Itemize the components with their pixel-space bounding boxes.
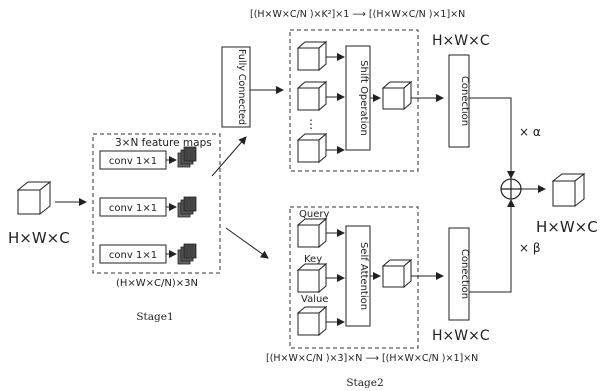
top-ellipsis: ⋮ [305, 117, 317, 131]
top-cube-1 [298, 42, 326, 70]
arrow-bottom-conection-to-plus [469, 200, 511, 292]
bottom-result-cube [383, 260, 411, 287]
feature-map-stack-3 [178, 244, 196, 264]
top-conection-label: Conection [459, 76, 470, 126]
conv-label-1: conv 1×1 [109, 156, 157, 167]
value-cube [298, 307, 326, 335]
conv-label-2: conv 1×1 [109, 203, 157, 214]
bottom-conection-label: Conection [459, 249, 470, 299]
plus-icon [501, 179, 521, 199]
beta-label: × β [519, 241, 541, 255]
shift-operation-label: Shift Operation [358, 60, 369, 136]
stage2-caption: Stage2 [346, 377, 383, 389]
alpha-label: × α [519, 125, 541, 139]
feature-map-stack-1 [178, 147, 196, 167]
top-result-cube [383, 82, 411, 109]
arrow-top-conection-to-plus [469, 98, 511, 178]
query-cube [298, 219, 326, 247]
arrow-stage1-to-fc [212, 137, 246, 176]
conv-label-3: conv 1×1 [109, 250, 157, 261]
feature-map-stack-2 [178, 197, 196, 217]
query-label: Query [299, 209, 329, 220]
output-dims-label: H×W×C [536, 218, 598, 236]
input-cube [18, 182, 50, 214]
self-attention-label: Self Attention [358, 242, 369, 310]
value-label: Value [301, 294, 328, 305]
bottom-output-dims-label: H×W×C [432, 328, 490, 344]
top-cube-3 [298, 134, 326, 162]
input-dims-label: H×W×C [8, 229, 70, 247]
stage1-title: 3×N feature maps [115, 137, 212, 149]
arrow-stage1-to-attention [226, 228, 268, 258]
stage1-dims-label: (H×W×C/N)×3N [116, 278, 198, 289]
fully-connected-label: Fully Connected [236, 49, 247, 125]
key-cube [298, 264, 326, 292]
top-cube-2 [298, 82, 326, 110]
key-label: Key [304, 254, 322, 265]
top-dims-label: [(H×W×C/N )×K²]×1 ⟶ [(H×W×C/N )×1]×N [250, 9, 465, 20]
output-cube [553, 174, 584, 206]
top-output-dims-label: H×W×C [432, 33, 490, 49]
bottom-dims-label: [(H×W×C/N )×3]×N ⟶ [(H×W×C/N )×1]×N [266, 353, 478, 364]
stage1-caption: Stage1 [136, 311, 173, 323]
